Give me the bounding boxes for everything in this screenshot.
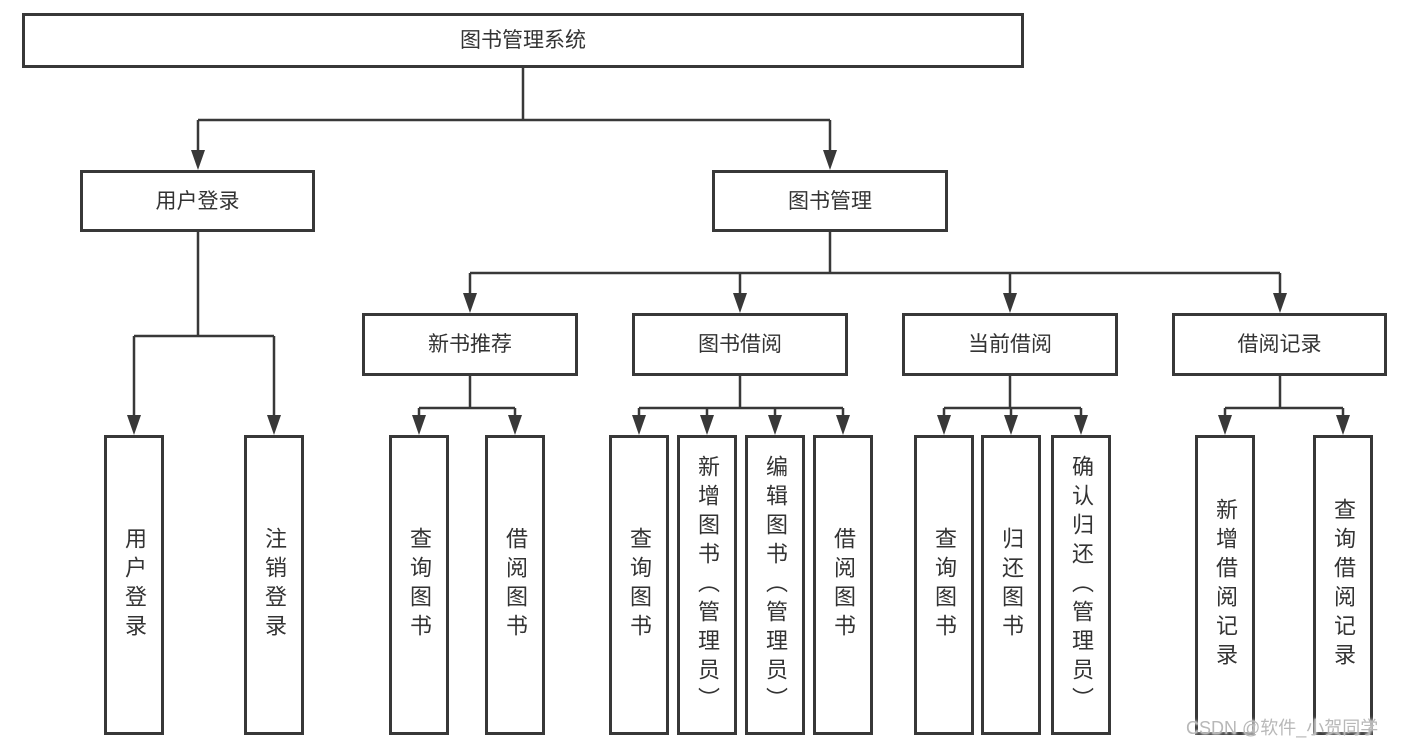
connector-current-borrow	[937, 376, 1088, 435]
connector-book-management	[463, 232, 1287, 313]
node-label: 用户登录	[155, 189, 240, 213]
leaf-user-login: 用户登录	[104, 435, 164, 735]
leaf-add-borrow-record: 新增借阅记录	[1195, 435, 1255, 735]
node-current-borrow: 当前借阅	[902, 313, 1118, 376]
connector-book-borrow	[632, 376, 850, 435]
leaf-query-borrow-record: 查询借阅记录	[1313, 435, 1373, 735]
leaf-return-books: 归还图书	[981, 435, 1041, 735]
node-label: 新书推荐	[428, 333, 512, 356]
node-label: 借阅图书	[831, 527, 856, 643]
node-label: 图书管理系统	[460, 29, 586, 52]
node-label: 借阅记录	[1237, 333, 1322, 356]
node-book-borrow: 图书借阅	[632, 313, 848, 376]
leaf-add-book-admin: 新增图书（管理员）	[677, 435, 737, 735]
node-new-book-recommend: 新书推荐	[362, 313, 578, 376]
node-label: 用户登录	[122, 527, 147, 643]
node-label: 确认归还（管理员）	[1069, 454, 1094, 716]
node-label: 新增借阅记录	[1213, 498, 1238, 672]
node-label: 当前借阅	[968, 333, 1052, 356]
leaf-query-books-recommend: 查询图书	[389, 435, 449, 735]
leaf-logout: 注销登录	[244, 435, 304, 735]
node-label: 查询图书	[932, 527, 957, 643]
node-label: 图书借阅	[698, 333, 782, 356]
node-book-management: 图书管理	[712, 170, 948, 232]
node-label: 借阅图书	[503, 527, 528, 643]
connector-new-book-recommend	[412, 376, 522, 435]
connector-borrow-records	[1218, 376, 1350, 435]
connector-root	[191, 68, 837, 170]
leaf-borrow-books: 借阅图书	[813, 435, 873, 735]
node-label: 归还图书	[999, 527, 1024, 643]
node-label: 编辑图书（管理员）	[763, 454, 788, 716]
node-borrow-records: 借阅记录	[1172, 313, 1387, 376]
node-user-login: 用户登录	[80, 170, 315, 232]
node-label: 查询图书	[407, 527, 432, 643]
leaf-borrow-books-recommend: 借阅图书	[485, 435, 545, 735]
node-label: 注销登录	[262, 527, 287, 643]
leaf-edit-book-admin: 编辑图书（管理员）	[745, 435, 805, 735]
csdn-watermark: CSDN @软件_小贺同学	[1186, 718, 1379, 738]
node-label: 查询图书	[627, 527, 652, 643]
node-library-management-system: 图书管理系统	[22, 13, 1024, 68]
node-label: 查询借阅记录	[1331, 498, 1356, 672]
connector-user-login	[127, 232, 281, 435]
leaf-query-books-borrow: 查询图书	[609, 435, 669, 735]
node-label: 新增图书（管理员）	[695, 454, 720, 716]
node-label: 图书管理	[788, 189, 872, 213]
leaf-query-books-current: 查询图书	[914, 435, 974, 735]
leaf-confirm-return-admin: 确认归还（管理员）	[1051, 435, 1111, 735]
